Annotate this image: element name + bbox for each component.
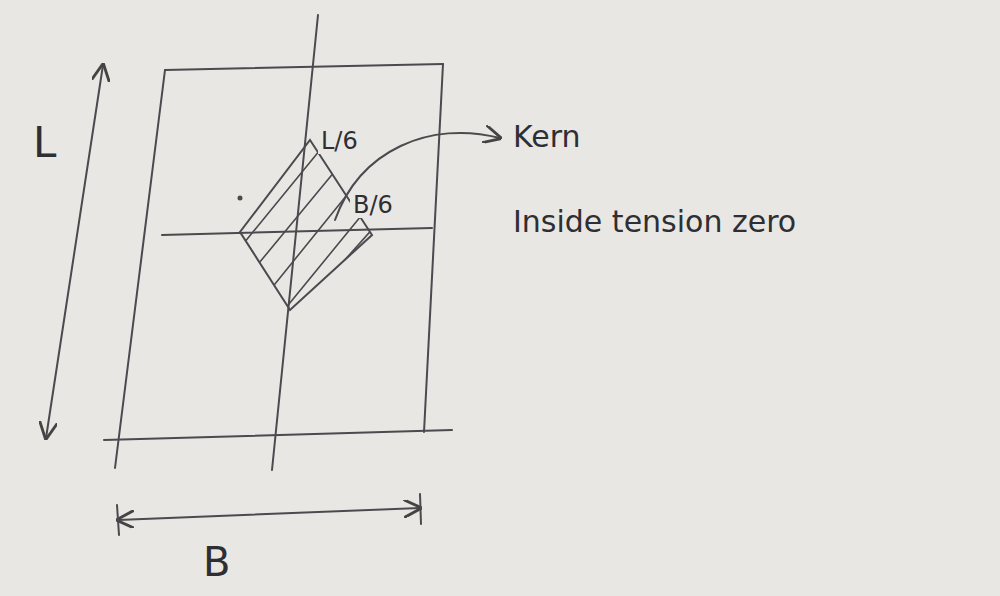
dimension-label: L (30, 120, 59, 166)
dimension-tick (420, 494, 421, 524)
centre-line (272, 15, 318, 470)
footing-edge (104, 430, 452, 440)
kern-dimension: L/6 (318, 128, 361, 154)
note-text: Inside tension zero (510, 205, 799, 238)
dimension-line (118, 508, 420, 520)
pencil-dot (239, 197, 242, 200)
dimension-label: B (200, 540, 233, 584)
footing-edge (165, 64, 443, 70)
dimension-tick (117, 505, 119, 535)
footing-edge (115, 70, 165, 468)
callout-label: Kern (510, 120, 583, 153)
kern-dimension: B/6 (350, 192, 396, 218)
footing-edge (424, 64, 443, 432)
kern-diamond (240, 140, 372, 310)
centre-line (162, 228, 432, 235)
